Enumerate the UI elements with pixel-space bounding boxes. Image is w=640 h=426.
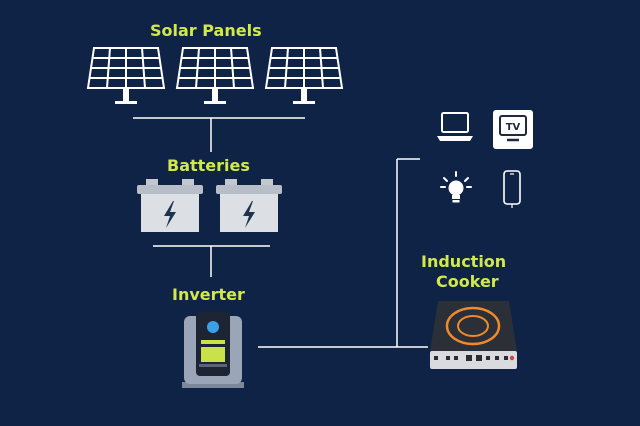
solar-panel-icon <box>264 47 344 104</box>
solar-panels-label: Solar Panels <box>150 21 262 40</box>
connection-lines <box>133 117 428 348</box>
tv-icon: TV <box>493 110 533 149</box>
battery-icon <box>137 179 203 232</box>
solar-panel-icon <box>86 47 166 104</box>
smartphone-icon <box>503 170 521 208</box>
laptop-icon <box>437 112 473 141</box>
induction-cooker-label-line2: Cooker <box>436 272 499 291</box>
induction-cooker-icon <box>430 301 517 369</box>
batteries-label: Batteries <box>167 156 250 175</box>
light-bulb-icon <box>440 171 472 203</box>
battery-icon <box>216 179 282 232</box>
tv-icon-text: TV <box>506 122 521 133</box>
solar-panel-icon <box>175 47 255 104</box>
induction-cooker-label-line1: Induction <box>421 252 507 271</box>
inverter-icon <box>182 312 244 388</box>
inverter-label: Inverter <box>172 285 245 304</box>
